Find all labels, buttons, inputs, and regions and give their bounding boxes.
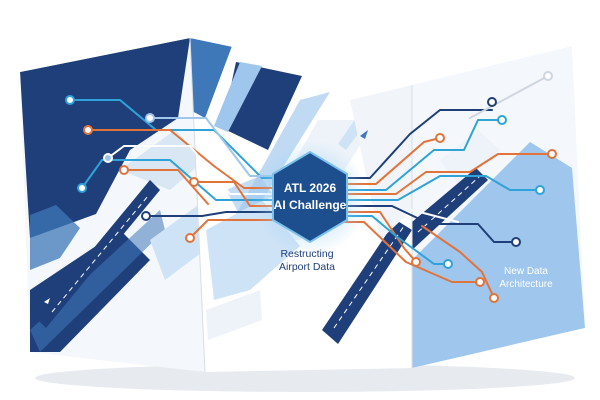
fold-line xyxy=(189,37,206,373)
map-shadow xyxy=(35,364,575,392)
region-block xyxy=(214,62,262,132)
new-architecture-caption-line1: New Data xyxy=(504,266,548,277)
region-block xyxy=(190,38,232,118)
circuit-node xyxy=(435,133,445,143)
circuit-node xyxy=(543,71,553,81)
circuit-node xyxy=(145,113,155,123)
circuit-node xyxy=(77,183,87,193)
circuit-node xyxy=(475,277,485,287)
circuit-line xyxy=(337,175,541,201)
region-block xyxy=(20,38,190,238)
circuit-node xyxy=(141,211,151,221)
circuit-line xyxy=(411,209,459,223)
region-block xyxy=(350,85,412,240)
runway-centerline xyxy=(333,225,405,329)
circuit-network xyxy=(69,75,553,299)
hub-hexagon xyxy=(272,150,348,244)
runway xyxy=(36,180,160,328)
circuit-node xyxy=(411,257,421,267)
circuit-line xyxy=(81,159,283,201)
restructing-caption-line2: Airport Data xyxy=(279,261,335,273)
circuit-line xyxy=(421,225,495,299)
circuit-node xyxy=(535,185,545,195)
circuit-node xyxy=(83,125,93,135)
circuit-node xyxy=(547,149,557,159)
circuit-line xyxy=(123,169,209,205)
circuit-node xyxy=(185,233,195,243)
region-block xyxy=(30,205,80,270)
map-panel-right xyxy=(412,46,585,368)
circuit-node xyxy=(103,153,113,163)
circuit-node xyxy=(487,97,497,107)
restructing-caption-line1: Restructing xyxy=(280,248,333,260)
region-block xyxy=(206,290,262,340)
runway-centerline xyxy=(51,195,149,313)
map-panel-left xyxy=(20,38,205,372)
circuit-node xyxy=(489,293,499,303)
circuit-node xyxy=(443,259,453,269)
runway xyxy=(412,168,488,250)
airplane-icon xyxy=(360,130,368,139)
circuit-line xyxy=(337,119,503,191)
circuit-line xyxy=(107,145,283,195)
region-block xyxy=(412,142,585,368)
hub-title-line2: AI Challenge xyxy=(274,198,347,212)
circuit-node xyxy=(189,177,199,187)
hub: ATL 2026 AI Challenge xyxy=(252,140,368,256)
circuit-node xyxy=(65,95,75,105)
circuit-line xyxy=(337,205,517,243)
circuit-node xyxy=(119,165,129,175)
circuit-nodes xyxy=(65,71,557,303)
circuit-line xyxy=(469,75,549,119)
circuit-node xyxy=(497,115,507,125)
region-block xyxy=(30,210,165,352)
circuit-line xyxy=(337,153,553,195)
airplane-icon xyxy=(44,298,50,304)
hub-title-line1: ATL 2026 xyxy=(284,181,337,195)
circuit-node xyxy=(511,237,521,247)
new-architecture-caption-line2: Architecture xyxy=(499,279,553,290)
region-block xyxy=(150,200,205,280)
